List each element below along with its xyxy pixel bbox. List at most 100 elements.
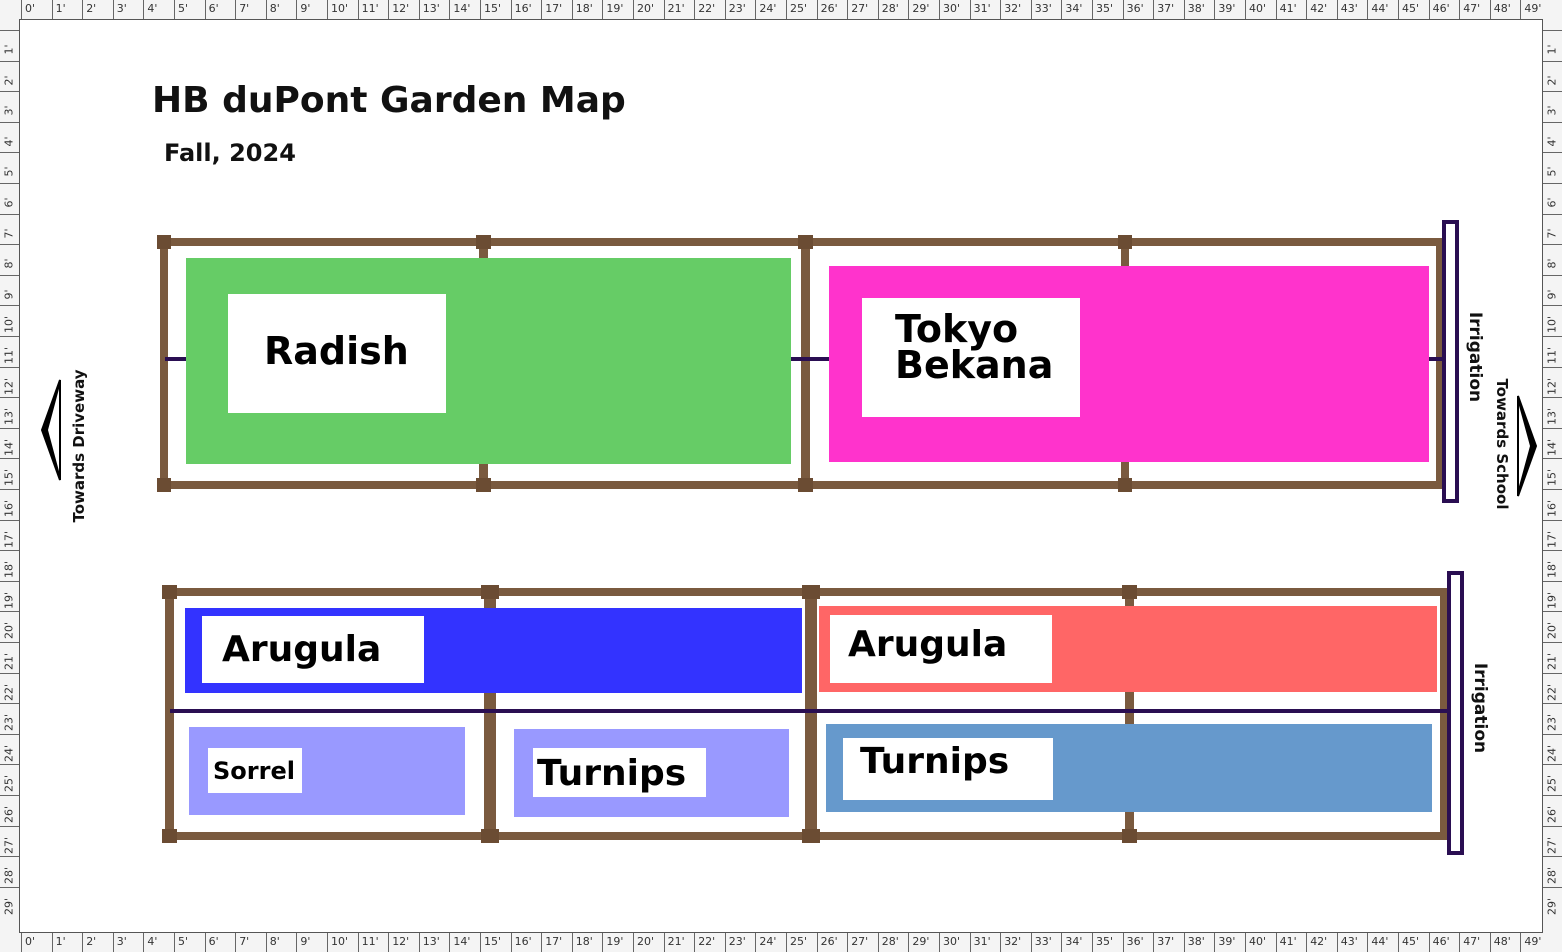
ruler-label: 6' <box>208 2 219 15</box>
plot-label-turnips-right-text: Turnips <box>860 741 1010 782</box>
irrigation-label-bottom: Irrigation <box>1470 662 1490 754</box>
ruler-tick <box>1061 933 1063 952</box>
ruler-tick <box>1275 0 1277 19</box>
ruler-tick <box>1214 0 1216 19</box>
plot-label-arugula-right: Arugula <box>830 615 1052 683</box>
ruler-label: 22' <box>698 935 716 948</box>
ruler-label: 23' <box>728 2 746 15</box>
ruler-tick <box>1122 933 1124 952</box>
ruler-tick <box>1543 183 1562 184</box>
ruler-tick <box>0 580 19 582</box>
ruler-label: 6' <box>208 935 219 948</box>
ruler-tick <box>204 933 206 952</box>
bottom-bed-corner-post <box>481 829 499 843</box>
ruler-tick <box>0 764 19 766</box>
plot-label-radish: Radish <box>228 294 446 413</box>
ruler-label: 34' <box>1065 2 1083 15</box>
ruler-tick <box>1543 458 1562 460</box>
ruler-tick <box>174 0 175 19</box>
arrow-left-icon <box>40 379 61 481</box>
ruler-tick <box>847 0 849 19</box>
plot-label-radish-text: Radish <box>264 329 409 373</box>
ruler-label: 12' <box>392 935 410 948</box>
ruler-tick <box>1428 0 1430 19</box>
ruler-label: 39' <box>1218 2 1236 15</box>
ruler-label: 16' <box>514 935 532 948</box>
ruler-label: 0' <box>25 935 36 948</box>
ruler-tick <box>1000 0 1002 19</box>
ruler-label: 8' <box>269 2 280 15</box>
ruler-tick <box>357 933 359 952</box>
top-bed-corner-post <box>157 478 171 492</box>
ruler-label: 26' <box>820 2 838 15</box>
ruler-label: 14' <box>453 2 471 15</box>
ruler-label: 15' <box>484 935 502 948</box>
ruler-tick <box>1489 0 1491 19</box>
ruler-tick <box>1092 933 1093 952</box>
ruler-label: 17' <box>545 935 563 948</box>
ruler-label: 49' <box>1524 2 1542 15</box>
ruler-tick <box>0 489 19 490</box>
top-bed-left-rail <box>160 238 168 489</box>
ruler-tick <box>724 933 726 952</box>
ruler-label: 7' <box>239 2 250 15</box>
ruler-tick <box>1543 856 1562 858</box>
ruler-label: 24' <box>759 935 777 948</box>
ruler-label: 17' <box>545 2 563 15</box>
ruler-tick <box>112 933 114 952</box>
ruler-label: 38' <box>1187 935 1205 948</box>
ruler-label: 43' <box>1340 2 1358 15</box>
ruler-label: 4' <box>147 935 158 948</box>
ruler-label: 35' <box>1096 935 1114 948</box>
ruler-tick <box>571 0 573 19</box>
plot-label-turnips-right: Turnips <box>843 738 1053 800</box>
top-bed-corner-post <box>798 478 813 492</box>
ruler-tick <box>296 933 298 952</box>
ruler-tick <box>0 30 19 31</box>
ruler-tick <box>1398 0 1399 19</box>
ruler-tick <box>755 933 757 952</box>
ruler-tick <box>1153 933 1155 952</box>
ruler-label: 29' <box>2 897 16 915</box>
ruler-tick <box>1543 795 1562 796</box>
ruler-tick <box>0 856 19 858</box>
plot-radish: Radish <box>186 258 791 464</box>
ruler-tick <box>786 0 787 19</box>
ruler-tick <box>449 0 451 19</box>
ruler-tick <box>1367 0 1369 19</box>
ruler-tick <box>0 121 19 123</box>
ruler-label: 9' <box>300 2 311 15</box>
ruler-label: 4' <box>147 2 158 15</box>
ruler-tick <box>1543 550 1562 552</box>
plot-label-tokyo-text: Tokyo <box>895 307 1019 351</box>
ruler-label: 22' <box>698 2 716 15</box>
ruler-tick <box>1245 933 1246 952</box>
ruler-tick <box>1153 0 1155 19</box>
ruler-label: 27' <box>851 2 869 15</box>
ruler-tick <box>694 0 696 19</box>
ruler-label: 41' <box>1279 2 1297 15</box>
ruler-tick <box>0 519 19 521</box>
ruler-label: 15' <box>484 2 502 15</box>
ruler-tick <box>1543 152 1562 154</box>
ruler-tick <box>847 933 849 952</box>
ruler-tick <box>1543 733 1562 735</box>
ruler-label: 0' <box>25 2 36 15</box>
ruler-label: 1' <box>55 2 66 15</box>
ruler-tick <box>265 933 267 952</box>
ruler-tick <box>1543 274 1562 276</box>
ruler-tick <box>1336 0 1338 19</box>
ruler-label: 24' <box>759 2 777 15</box>
bottom-bed-corner-post <box>162 829 177 843</box>
ruler-label: 3' <box>116 2 127 15</box>
ruler-tick <box>1543 611 1562 613</box>
ruler-tick <box>724 0 726 19</box>
ruler-label: 21' <box>667 2 685 15</box>
ruler-tick <box>969 933 971 952</box>
ruler-tick <box>0 244 19 246</box>
ruler-tick <box>0 795 19 796</box>
ruler-tick <box>1543 336 1562 337</box>
plot-label-bekana-text: Bekana <box>895 343 1054 387</box>
ruler-tick <box>143 933 145 952</box>
ruler-tick <box>0 886 19 888</box>
